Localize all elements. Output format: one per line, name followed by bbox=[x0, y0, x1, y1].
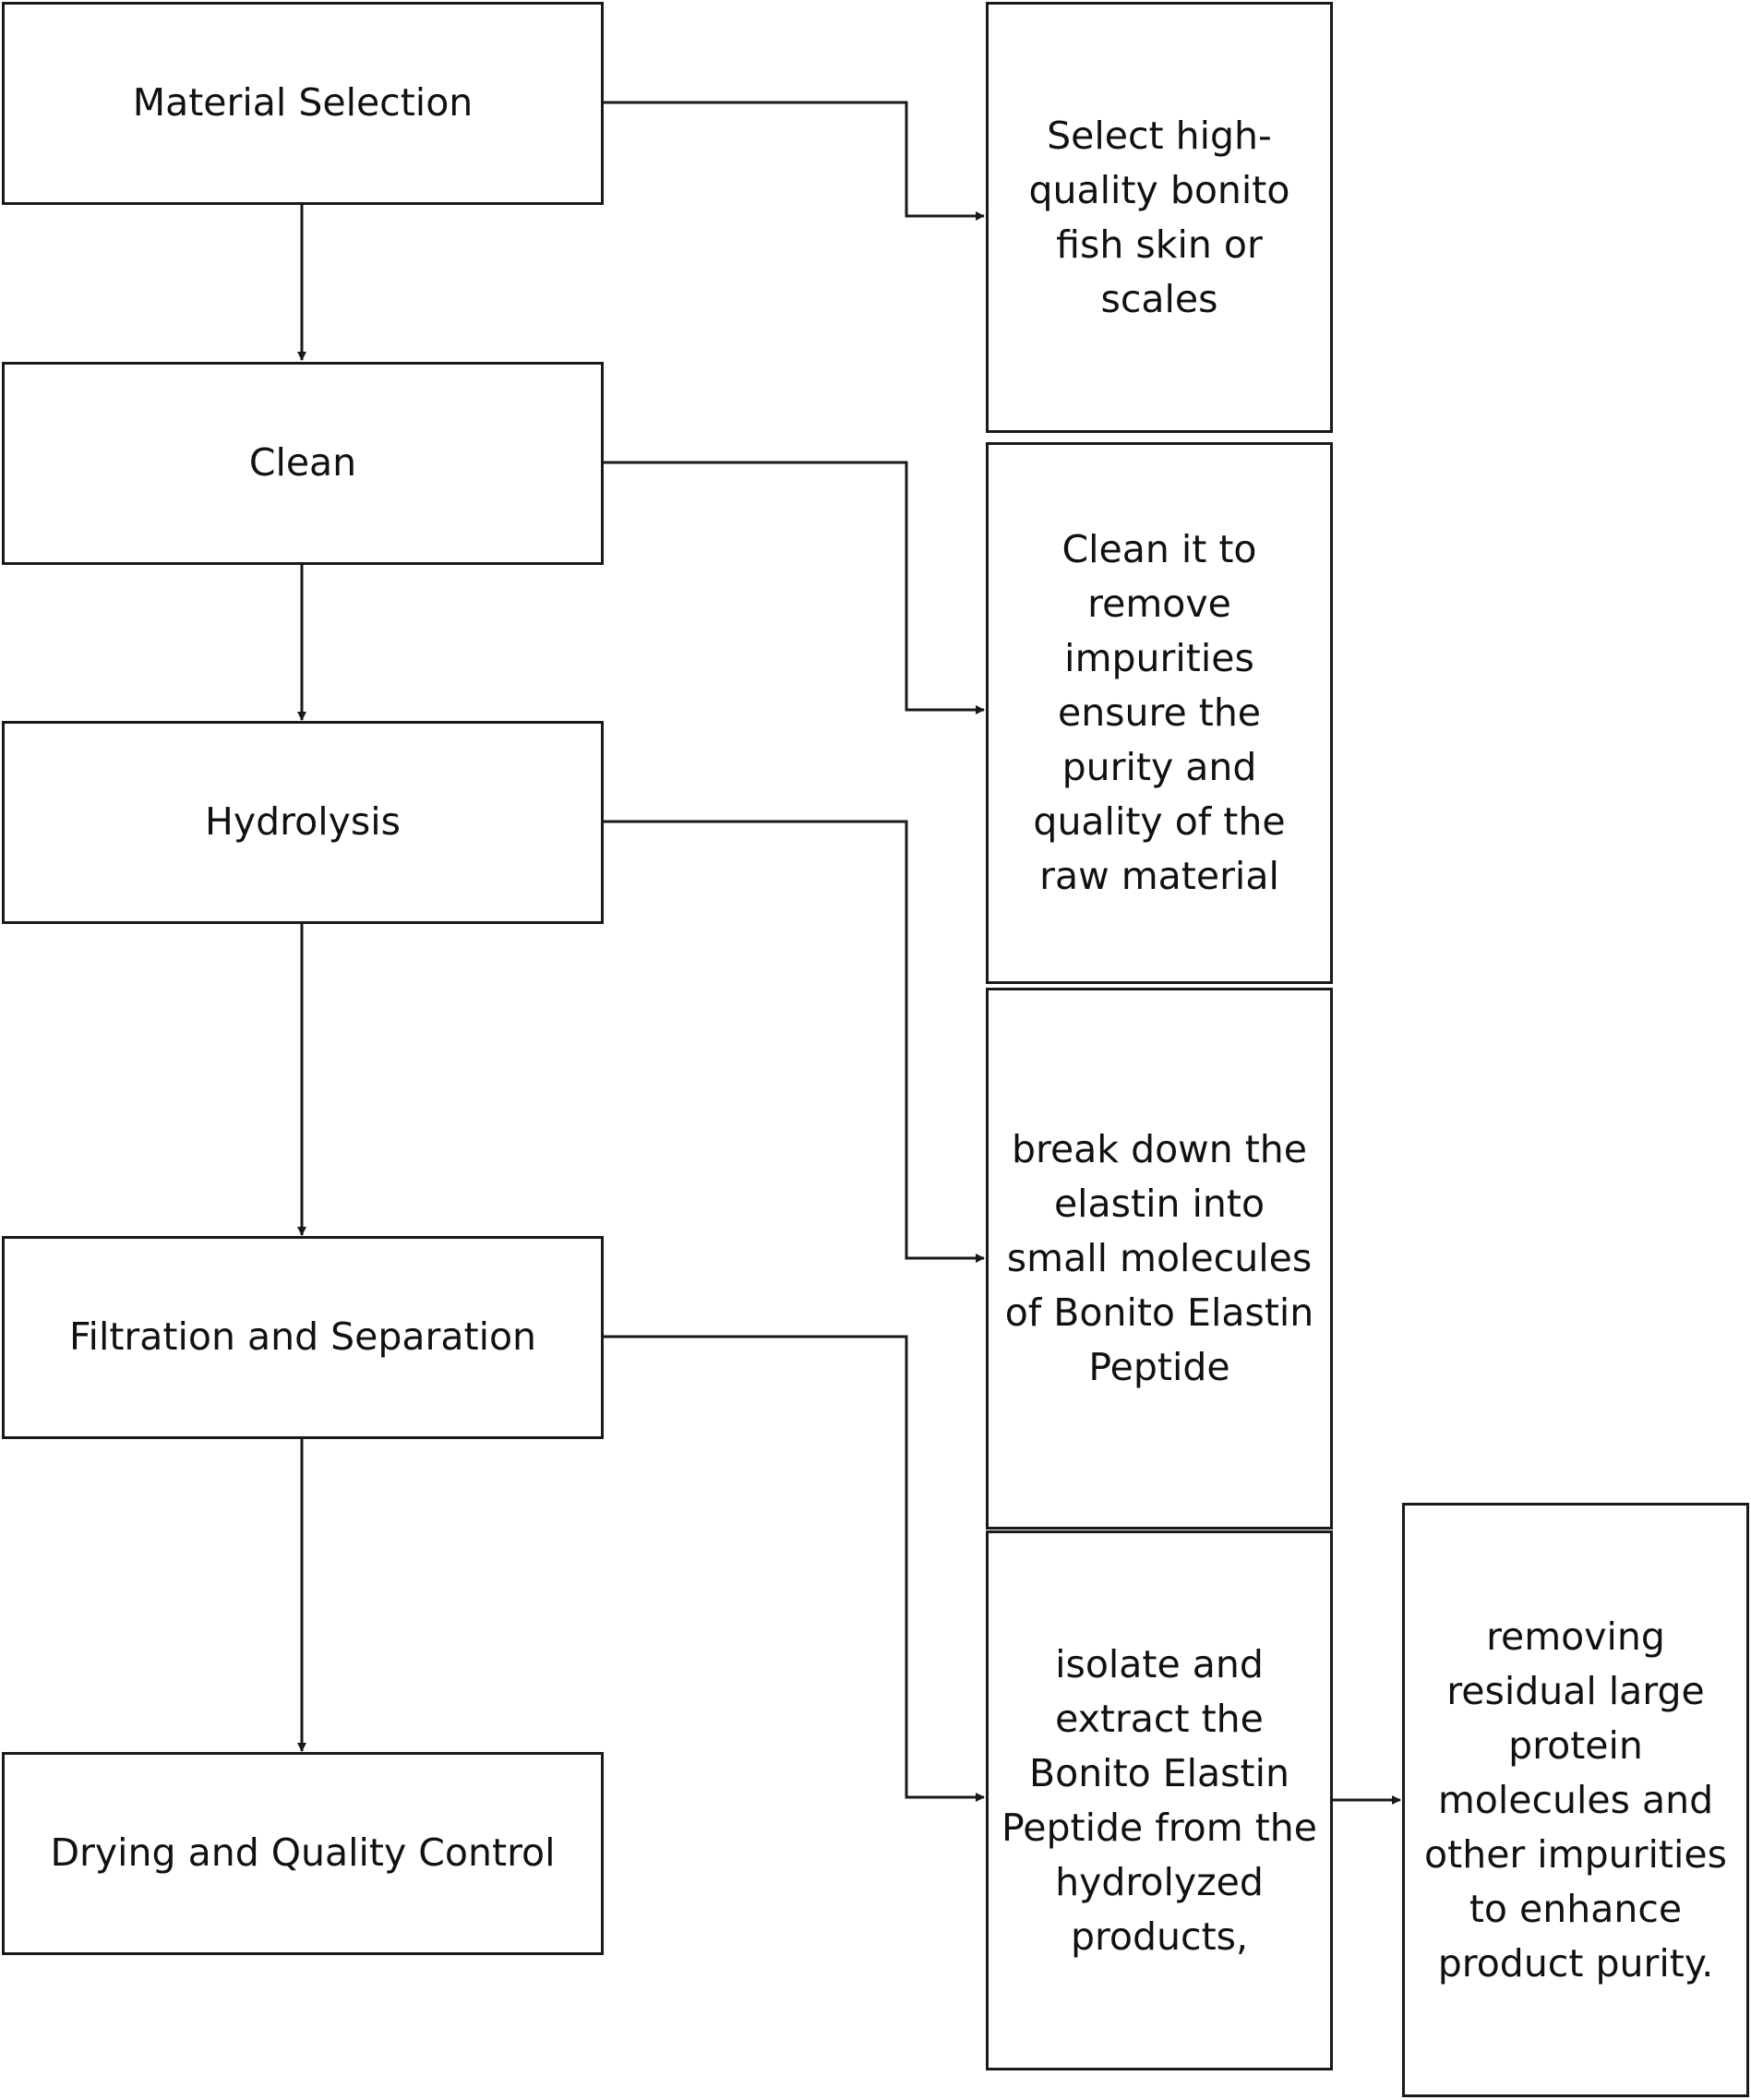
step-label: Filtration and Separation bbox=[68, 1314, 537, 1360]
step-hydrolysis: Hydrolysis bbox=[2, 721, 604, 924]
step-filtration-and-separation: Filtration and Separation bbox=[2, 1236, 604, 1439]
connector-selection-to-description bbox=[603, 101, 985, 221]
description-text: isolate and extract the Bonito Elastin P… bbox=[1001, 1641, 1317, 1959]
connector-hydrolysis-to-description bbox=[603, 820, 985, 1263]
step-drying-and-quality-control: Drying and Quality Control bbox=[2, 1752, 604, 1955]
description-text: break down the elastin into small molecu… bbox=[1004, 1127, 1314, 1389]
step-label: Hydrolysis bbox=[205, 799, 401, 845]
description-hydrolysis: break down the elastin into small molecu… bbox=[986, 988, 1333, 1530]
description-purification: removing residual large protein molecule… bbox=[1402, 1503, 1749, 2097]
step-label: Material Selection bbox=[132, 80, 474, 126]
step-label: Drying and Quality Control bbox=[50, 1830, 556, 1876]
description-filtration: isolate and extract the Bonito Elastin P… bbox=[986, 1530, 1333, 2070]
description-text: Clean it to remove impurities ensure the… bbox=[1033, 527, 1286, 898]
description-clean: Clean it to remove impurities ensure the… bbox=[986, 442, 1333, 984]
step-label: Clean bbox=[248, 440, 357, 486]
description-material-selection: Select high-quality bonito fish skin or … bbox=[986, 2, 1333, 433]
step-clean: Clean bbox=[2, 362, 604, 565]
description-text: Select high-quality bonito fish skin or … bbox=[1028, 113, 1290, 321]
connector-clean-to-description bbox=[603, 461, 985, 714]
step-material-selection: Material Selection bbox=[2, 2, 604, 205]
description-text: removing residual large protein molecule… bbox=[1424, 1614, 1727, 1986]
connector-filtration-to-description bbox=[603, 1335, 985, 1802]
